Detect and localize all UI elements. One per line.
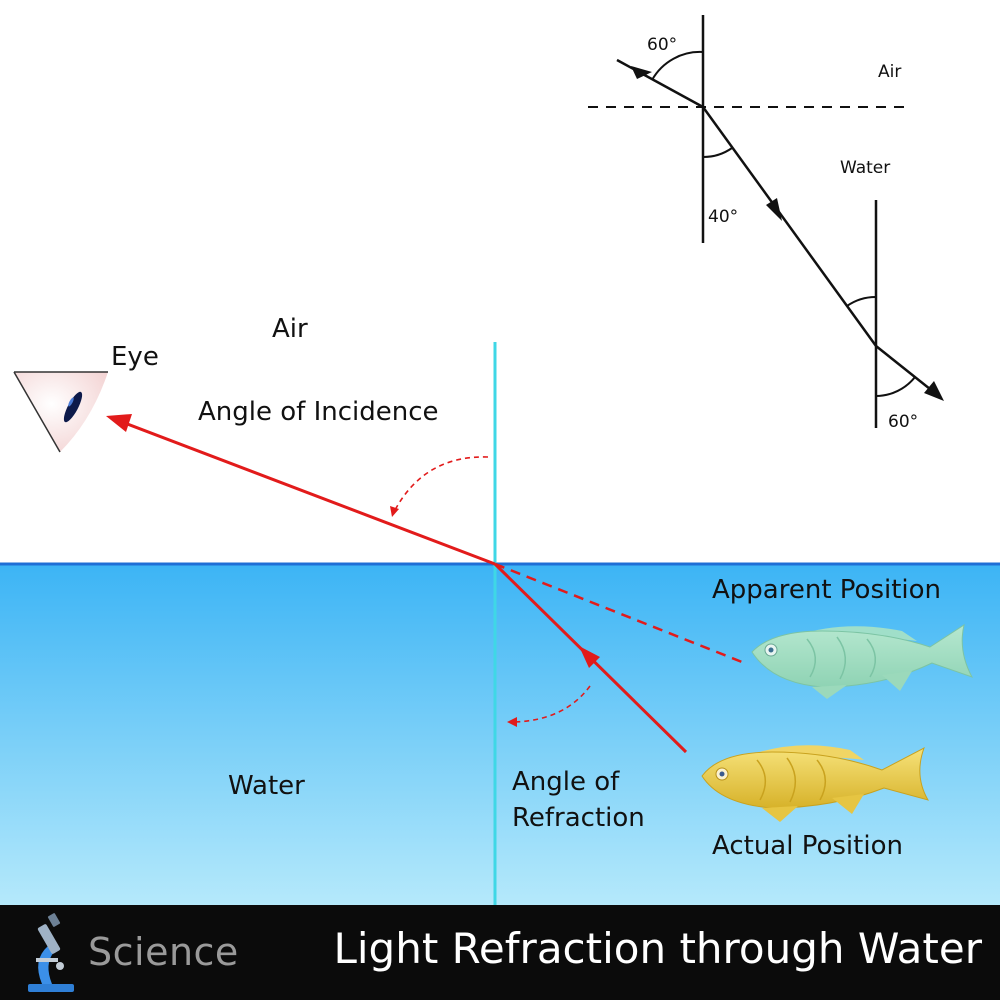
water-label: Water [228,771,305,801]
refracted-ray-air [121,420,496,566]
inset-incident-ray [616,58,704,109]
footer-bar [0,905,1000,1000]
apparent-ray [494,562,743,664]
inset-arc-60-top [651,50,704,81]
inset-angle-mid-label: 40° [708,207,738,227]
inset-arc-water [846,295,877,307]
ray-arrow-eye [106,414,132,432]
actual-position-label: Actual Position [712,831,903,861]
inset-arc-60-bottom [875,376,916,397]
microscope-icon [28,913,74,992]
refraction-diagram: 60° Air Water 40° 60° Eye Air Angle of I… [0,15,1000,905]
inset-arrow-2 [766,198,782,221]
eye-icon [13,371,108,453]
inset-arrow-1 [631,66,652,79]
ray-arrow-water [579,646,600,668]
air-label: Air [272,314,308,344]
refraction-arc-arrow [507,717,517,727]
refraction-label-line2: Refraction [512,803,645,833]
inset-arrow-3 [924,381,944,401]
inset-diagram: 60° Air Water 40° 60° [588,15,944,432]
apparent-position-label: Apparent Position [712,575,941,605]
apparent-fish-icon [751,623,974,699]
refraction-arc [514,685,591,723]
refraction-label-line1: Angle of [512,767,620,797]
incidence-arc [394,456,489,511]
inset-arc-40 [702,147,733,159]
inset-angle-bottom-label: 60° [888,412,918,432]
inset-air-label: Air [878,62,901,82]
brand-text: Science [88,930,239,974]
inset-water-label: Water [840,158,890,178]
eye-label: Eye [111,342,159,372]
water-region [0,564,1000,905]
actual-fish-icon [701,745,930,822]
inset-angle-top-label: 60° [647,35,677,55]
incidence-arc-arrow [390,506,399,517]
incidence-label: Angle of Incidence [198,397,439,427]
page-title: Light Refraction through Water [333,924,982,973]
